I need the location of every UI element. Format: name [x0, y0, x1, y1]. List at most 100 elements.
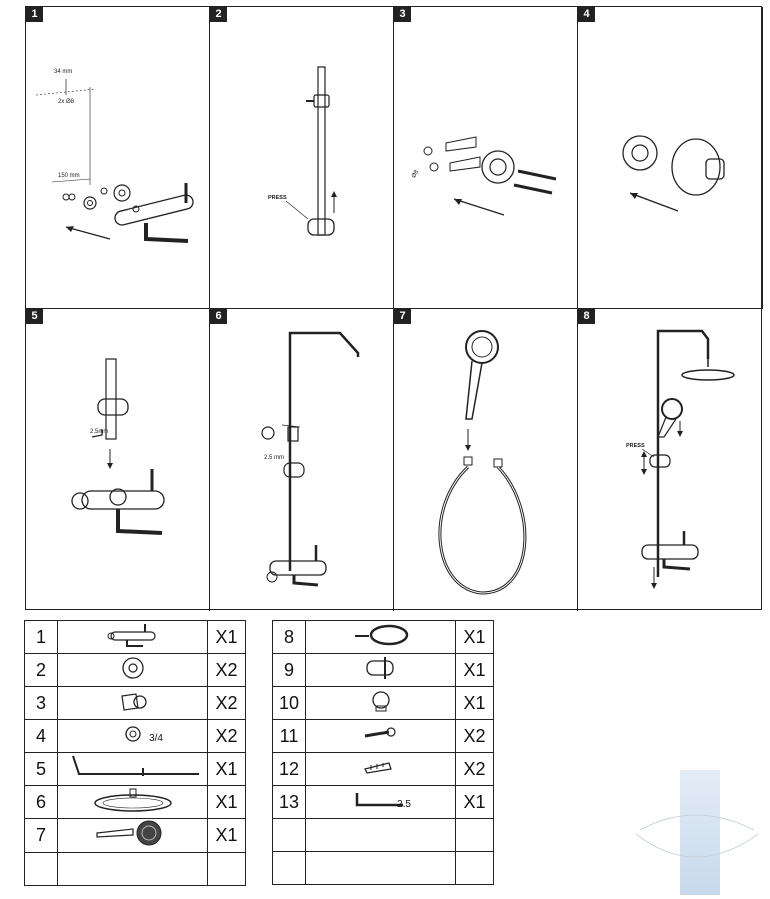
part-image-empty	[57, 852, 208, 886]
part-number: 8	[272, 620, 306, 654]
step-3-illustration: Ø8	[411, 136, 557, 216]
part-quantity: X1	[455, 620, 494, 654]
wall-flange-icon	[57, 653, 208, 687]
wall-bracket-icon	[305, 686, 456, 720]
parts-row	[272, 818, 494, 852]
hand-shower-icon	[57, 818, 208, 853]
part-number: 1	[24, 620, 58, 654]
parts-row: 1 X1	[24, 620, 246, 654]
step-1-panel: 1 34 mm 2x Ø8 150 mm	[26, 7, 210, 309]
part-quantity: X1	[207, 752, 246, 786]
rain-shower-head-icon	[57, 785, 208, 819]
mixer-valve-icon	[57, 620, 208, 654]
part-number: 13	[272, 785, 306, 819]
step-number: 2	[210, 7, 227, 22]
part-number: 7	[24, 818, 58, 853]
part-number	[272, 818, 306, 852]
part-quantity	[455, 851, 494, 885]
parts-row: 12 X2	[272, 752, 494, 786]
part-number	[272, 851, 306, 885]
step-number: 4	[578, 7, 595, 22]
hex-size-label: 2.5mm	[90, 429, 108, 435]
part-image-empty	[305, 851, 456, 885]
washer-icon: 3/4	[57, 719, 208, 753]
step-number: 8	[578, 309, 595, 324]
wall-plug-icon	[305, 752, 456, 786]
step-7-illustration	[438, 330, 527, 595]
part-quantity: X2	[207, 719, 246, 753]
parts-row: 11 X2	[272, 719, 494, 753]
step-4-illustration	[622, 135, 725, 212]
step-number: 1	[26, 7, 43, 22]
riser-rail-icon	[57, 752, 208, 786]
part-number: 12	[272, 752, 306, 786]
parts-row: 10 X1	[272, 686, 494, 720]
parts-row: 2 X2	[24, 653, 246, 687]
step-number: 3	[394, 7, 411, 22]
brand-watermark-icon	[635, 770, 759, 895]
part-quantity: X1	[207, 620, 246, 654]
parts-row	[272, 851, 494, 885]
part-number: 9	[272, 653, 306, 687]
part-size-note: 3/4	[149, 733, 163, 744]
part-quantity: X1	[455, 653, 494, 687]
step-3-panel: 3 Ø8	[394, 7, 578, 309]
part-quantity	[455, 818, 494, 852]
part-quantity: X2	[207, 653, 246, 687]
step-8-panel: 8 PRESS	[578, 309, 763, 611]
parts-row: 8 X1	[272, 620, 494, 654]
part-quantity: X2	[207, 686, 246, 720]
screw-icon	[305, 719, 456, 753]
part-number: 10	[272, 686, 306, 720]
step-number: 5	[26, 309, 43, 324]
part-image-empty	[305, 818, 456, 852]
drill-size-label: Ø8	[411, 169, 421, 180]
parts-row: 5 X1	[24, 752, 246, 786]
shower-hose-icon	[305, 620, 456, 654]
dim-hole-label: 2x Ø8	[58, 99, 75, 105]
press-label: PRESS	[626, 443, 645, 449]
press-label: PRESS	[268, 195, 287, 201]
part-quantity: X1	[207, 785, 246, 819]
part-number: 6	[24, 785, 58, 819]
part-number: 5	[24, 752, 58, 786]
step-8-illustration: PRESS	[626, 329, 735, 589]
part-quantity: X1	[455, 686, 494, 720]
part-size-note: 2.5	[397, 799, 411, 810]
slider-bracket-icon	[305, 653, 456, 687]
step-2-panel: 2 PRESS	[210, 7, 394, 309]
hex-key-icon: 2.5	[305, 785, 456, 819]
step-5-panel: 5 2.5mm	[26, 309, 210, 611]
parts-row: 4 3/4 X2	[24, 719, 246, 753]
parts-row: 9 X1	[272, 653, 494, 687]
hex-size-label: 2.5 mm	[264, 455, 284, 461]
eccentric-connector-icon	[57, 686, 208, 720]
part-quantity: X2	[455, 719, 494, 753]
parts-row: 7 X1	[24, 818, 246, 853]
step-2-illustration: PRESS	[268, 66, 337, 236]
part-number: 11	[272, 719, 306, 753]
part-number	[24, 852, 58, 886]
step-5-illustration: 2.5mm	[71, 358, 165, 535]
step-7-panel: 7	[394, 309, 578, 611]
part-number: 2	[24, 653, 58, 687]
step-6-illustration: 2.5 mm	[261, 331, 360, 587]
part-quantity	[207, 852, 246, 886]
parts-row: 6 X1	[24, 785, 246, 819]
part-quantity: X1	[207, 818, 246, 853]
dim-top-label: 34 mm	[54, 69, 72, 75]
step-1-illustration: 34 mm 2x Ø8 150 mm	[35, 69, 194, 243]
step-number: 7	[394, 309, 411, 324]
step-4-panel: 4	[578, 7, 763, 309]
parts-row	[24, 852, 246, 886]
part-number: 4	[24, 719, 58, 753]
part-quantity: X2	[455, 752, 494, 786]
dim-spacing-label: 150 mm	[58, 173, 80, 179]
installation-steps-grid: 1 34 mm 2x Ø8 150 mm 2	[25, 6, 763, 611]
step-number: 6	[210, 309, 227, 324]
step-6-panel: 6 2.5 mm	[210, 309, 394, 611]
